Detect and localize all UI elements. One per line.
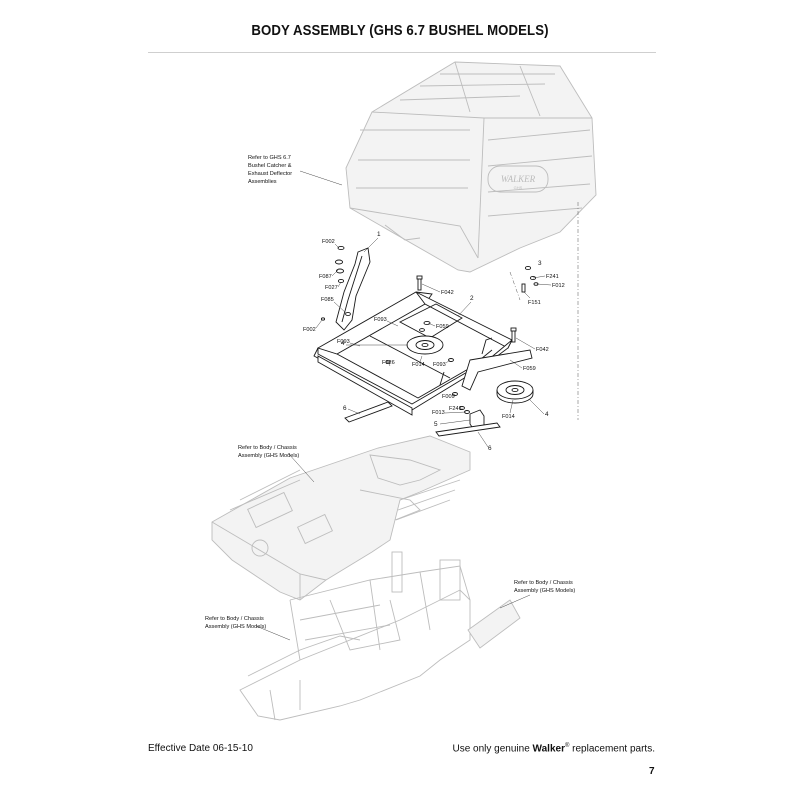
side-panel-ghost <box>467 599 521 649</box>
notice-brand: Walker <box>532 743 565 755</box>
svg-text:1: 1 <box>377 231 381 238</box>
svg-text:Bushel Catcher &: Bushel Catcher & <box>248 163 292 169</box>
notice-registered-mark: ® <box>564 743 570 749</box>
svg-text:Assemblies: Assemblies <box>248 179 277 185</box>
effective-date: Effective Date 06-15-10 <box>148 743 253 754</box>
svg-text:F241: F241 <box>546 274 559 280</box>
svg-text:4: 4 <box>545 411 549 418</box>
svg-text:F151: F151 <box>528 300 541 306</box>
svg-text:F042: F042 <box>536 347 549 353</box>
svg-text:F002: F002 <box>303 327 316 333</box>
reference-note-body: Refer to Body / Chassis Assembly (GHS Mo… <box>238 445 315 483</box>
svg-text:Refer to Body / Chassis: Refer to Body / Chassis <box>238 445 297 451</box>
page-title: BODY ASSEMBLY (GHS 6.7 BUSHEL MODELS) <box>251 22 549 39</box>
part-2-frame <box>313 291 533 416</box>
svg-text:Assembly (GHS Models): Assembly (GHS Models) <box>205 624 266 630</box>
svg-text:F093: F093 <box>337 339 350 345</box>
svg-text:F059: F059 <box>436 324 449 330</box>
svg-text:Exhaust Deflector: Exhaust Deflector <box>248 171 292 177</box>
part-1-bracket <box>320 245 371 331</box>
chassis-ghost <box>239 551 471 721</box>
svg-text:Refer to Body / Chassis: Refer to Body / Chassis <box>205 616 264 622</box>
notice-suffix: replacement parts. <box>569 743 655 755</box>
svg-text:4: 4 <box>341 340 345 347</box>
svg-text:Refer to GHS 6.7: Refer to GHS 6.7 <box>248 155 291 161</box>
body-ghost <box>211 435 471 601</box>
svg-text:F241: F241 <box>449 406 462 412</box>
catcher-logo: WALKER <box>501 174 536 184</box>
svg-text:6: 6 <box>343 405 347 412</box>
part-4-wheel-right <box>496 380 534 404</box>
svg-text:F002: F002 <box>322 239 335 245</box>
svg-text:2: 2 <box>470 295 474 302</box>
genuine-parts-notice: Use only genuine Walker® replacement par… <box>452 743 655 754</box>
svg-text:F093: F093 <box>374 317 387 323</box>
svg-text:Assembly (GHS Models): Assembly (GHS Models) <box>238 453 299 459</box>
svg-text:F014: F014 <box>412 362 425 368</box>
svg-text:F042: F042 <box>441 290 454 296</box>
notice-prefix: Use only genuine <box>452 743 533 755</box>
svg-text:5: 5 <box>434 421 438 428</box>
callout-labels: 1 F002 F087 F027 F085 F002 F093 F093 F09… <box>303 231 565 452</box>
svg-text:Refer to Body / Chassis: Refer to Body / Chassis <box>514 580 573 586</box>
svg-text:F059: F059 <box>523 366 536 372</box>
svg-text:3: 3 <box>538 260 542 267</box>
reference-note-chassis: Refer to Body / Chassis Assembly (GHS Mo… <box>205 616 291 641</box>
svg-text:F009: F009 <box>442 394 455 400</box>
reference-note-catcher: Refer to GHS 6.7 Bushel Catcher & Exhaus… <box>248 155 343 186</box>
title-rule <box>148 52 656 53</box>
svg-text:F013: F013 <box>432 410 445 416</box>
reference-note-side-panel: Refer to Body / Chassis Assembly (GHS Mo… <box>499 580 575 609</box>
page-number: 7 <box>649 766 655 777</box>
alignment-line-bolt <box>509 271 521 301</box>
svg-text:F093: F093 <box>433 362 446 368</box>
catcher-logo-sub: GHS <box>514 185 523 190</box>
part-4-wheel-left <box>406 335 444 355</box>
svg-text:Assembly (GHS Models): Assembly (GHS Models) <box>514 588 575 594</box>
part-6-strip-right <box>435 422 501 437</box>
svg-text:F027: F027 <box>325 285 338 291</box>
svg-text:6: 6 <box>488 445 492 452</box>
grass-catcher-ghost <box>345 61 597 273</box>
svg-text:F014: F014 <box>502 414 515 420</box>
svg-text:F087: F087 <box>319 274 332 280</box>
part-6-strip-left <box>344 401 393 423</box>
svg-text:F012: F012 <box>552 283 565 289</box>
svg-text:F085: F085 <box>321 297 334 303</box>
